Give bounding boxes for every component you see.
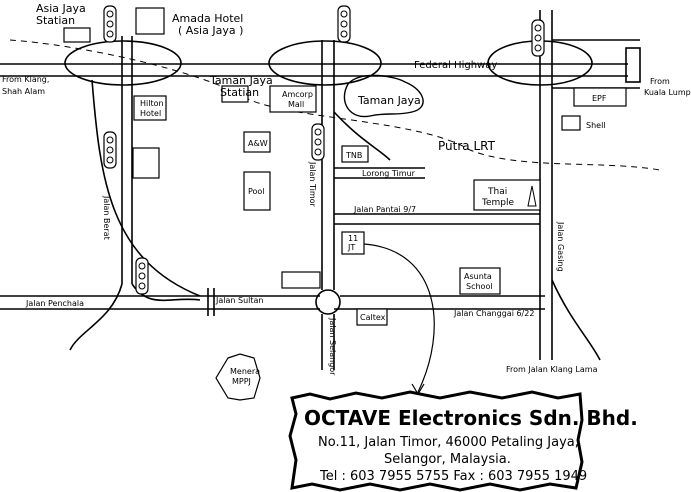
klang-lama-road bbox=[551, 279, 601, 361]
taman-jaya-lake bbox=[343, 74, 424, 118]
amada-hotel-box bbox=[135, 7, 165, 35]
tnb-box bbox=[341, 145, 369, 163]
diagonal-road bbox=[333, 111, 391, 161]
putra-lrt-label: Putra LRT bbox=[438, 139, 496, 153]
toll-gate bbox=[625, 47, 641, 83]
shell-label: Shell bbox=[586, 121, 606, 130]
eleven-jt-box bbox=[341, 231, 365, 255]
roads bbox=[0, 10, 641, 370]
asia-jaya-station-box bbox=[63, 27, 91, 43]
asunta-school-box bbox=[459, 267, 501, 295]
aw-label: A&W bbox=[248, 139, 268, 148]
building-box-2 bbox=[281, 271, 321, 289]
jalan-selangor-label: Jalan Selangor bbox=[328, 317, 337, 376]
putra-lrt-line bbox=[9, 39, 661, 171]
jalan-changgai-label: Jalan Changgai 6/22 bbox=[453, 309, 534, 318]
company-phone: Tel : 603 7955 5755 Fax : 603 7955 1949 bbox=[319, 469, 587, 484]
company-address-1: No.11, Jalan Timor, 46000 Petaling Jaya, bbox=[318, 435, 579, 450]
taman-jaya-station-box bbox=[221, 85, 249, 103]
amcorp-mall-box bbox=[269, 85, 317, 113]
company-address-2: Selangor, Malaysia. bbox=[384, 452, 511, 467]
from-jalan-klang-lama-label: From Jalan Klang Lama bbox=[506, 365, 598, 374]
interchange-jalan-timor bbox=[268, 40, 382, 86]
menera-mppj-shape bbox=[215, 353, 261, 401]
epf-box bbox=[573, 87, 627, 107]
hilton-hotel-box bbox=[133, 95, 167, 121]
road-penchala-curve bbox=[69, 283, 123, 351]
from-klang-label: From Klang,Shah Alam bbox=[2, 75, 49, 96]
taman-jaya-label: Taman Jaya bbox=[357, 94, 421, 107]
jalan-berat-label: Jalan Berat bbox=[102, 195, 111, 240]
jalan-timor-label: Jalan Timor bbox=[308, 161, 317, 208]
caltex-box bbox=[356, 308, 388, 326]
caltex-label: Caltex bbox=[360, 313, 386, 322]
roundabout bbox=[315, 289, 341, 315]
jalan-berat-road bbox=[91, 79, 201, 297]
buildings bbox=[63, 7, 627, 401]
aw-box bbox=[243, 131, 271, 153]
pool-label: Pool bbox=[248, 187, 265, 196]
shell-box bbox=[561, 115, 581, 131]
federal-highway-label: Federal Highway bbox=[414, 60, 497, 71]
jalan-gasing-label: Jalan Gasing bbox=[556, 221, 565, 272]
jalan-sultan-label: Jalan Sultan bbox=[215, 296, 263, 305]
jalan-pantai-label: Jalan Pantai 9/7 bbox=[353, 205, 416, 214]
thai-temple-box bbox=[473, 179, 541, 211]
amada-hotel-label: Amada Hotel( Asia Jaya ) bbox=[172, 12, 243, 37]
building-box bbox=[132, 147, 160, 179]
company-card bbox=[288, 390, 584, 492]
temple-icon bbox=[527, 185, 537, 207]
pool-box bbox=[243, 171, 271, 211]
company-name: OCTAVE Electronics Sdn. Bhd. bbox=[304, 406, 638, 430]
jalan-penchala-label: Jalan Penchala bbox=[25, 299, 84, 308]
interchange-asia-jaya bbox=[64, 40, 182, 86]
lorong-timur-label: Lorong Timur bbox=[362, 169, 416, 178]
epf-label: EPF bbox=[592, 94, 607, 103]
tnb-label: TNB bbox=[345, 151, 362, 160]
location-arrow bbox=[363, 243, 435, 393]
